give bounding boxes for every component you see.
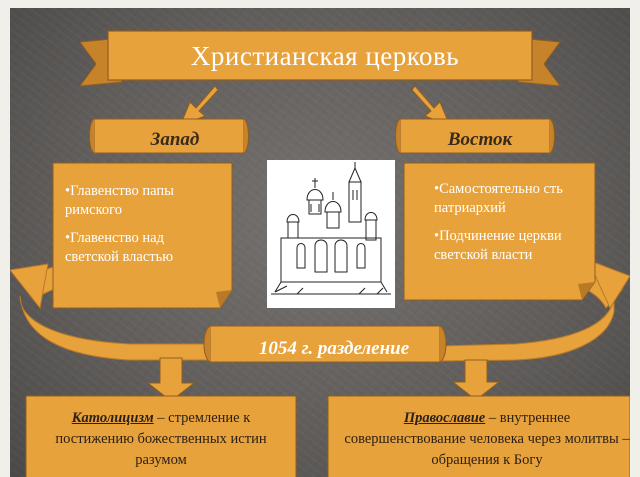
diagram-shapes bbox=[10, 30, 630, 477]
orthodoxy-text: Православие – внутреннее совершенствован… bbox=[342, 408, 630, 471]
west-item: •Главенство папы римского bbox=[65, 183, 174, 218]
bottom-arrows bbox=[146, 357, 501, 402]
title-banner bbox=[78, 30, 562, 87]
west-item: •Главенство над светской властью bbox=[65, 230, 174, 265]
east-scroll bbox=[395, 118, 555, 154]
church-drawing-icon bbox=[267, 160, 395, 308]
east-item: •Самостоятельно сть патриархий bbox=[434, 181, 563, 216]
split-scroll bbox=[203, 325, 447, 363]
orthodoxy-box bbox=[327, 395, 630, 477]
west-scroll bbox=[89, 118, 249, 154]
west-box bbox=[52, 162, 233, 309]
slide: Христианская церковь Запад Восток •Главе… bbox=[10, 8, 630, 477]
catholicism-description: – стремление к постижению божественных и… bbox=[55, 410, 267, 468]
west-label: Запад bbox=[150, 129, 200, 150]
orthodoxy-term: Православие bbox=[403, 410, 486, 426]
east-label: Восток bbox=[447, 129, 513, 150]
split-label: 1054 г. разделение bbox=[258, 338, 410, 359]
catholicism-term: Католицизм bbox=[71, 410, 154, 426]
catholicism-box bbox=[25, 395, 297, 477]
east-item: •Подчинение церкви светской власти bbox=[434, 228, 562, 263]
east-box bbox=[403, 162, 596, 301]
east-list: •Самостоятельно сть патриархий •Подчинен… bbox=[434, 180, 584, 274]
page-title: Христианская церковь bbox=[190, 41, 460, 71]
orthodoxy-description: – внутреннее совершенствование человека … bbox=[344, 410, 630, 468]
west-list: •Главенство папы римского •Главенство на… bbox=[65, 182, 220, 276]
catholicism-text: Католицизм – стремление к постижению бож… bbox=[36, 408, 286, 471]
